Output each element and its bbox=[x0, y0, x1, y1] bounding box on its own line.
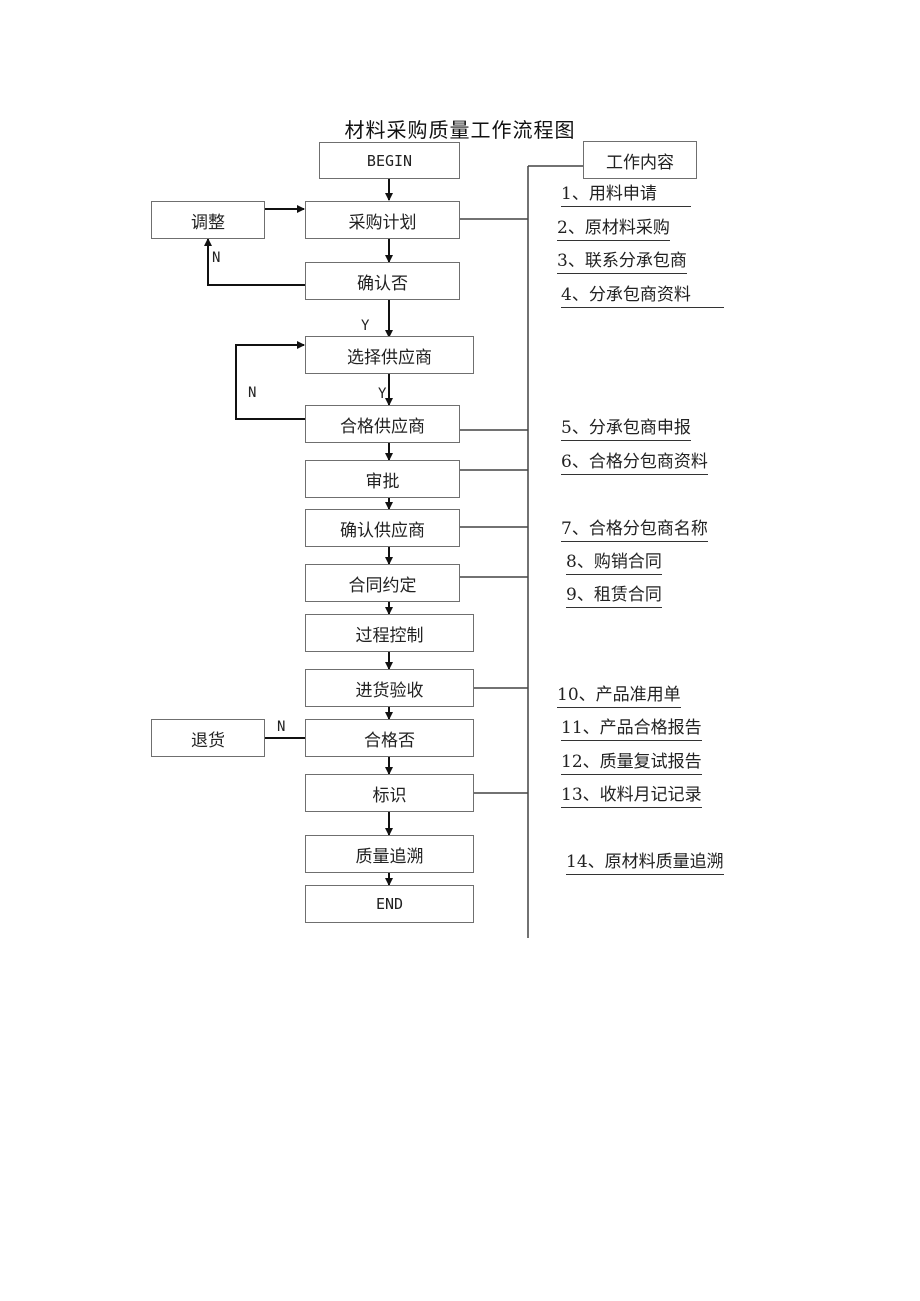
confirm-box: 确认否 bbox=[305, 262, 460, 300]
page-title: 材料采购质量工作流程图 bbox=[344, 118, 576, 142]
work-item-8: 8、购销合同 bbox=[566, 551, 662, 575]
work-item-14: 14、原材料质量追溯 bbox=[566, 851, 724, 875]
work-item-9: 9、租赁合同 bbox=[566, 584, 662, 608]
work-item-7: 7、合格分包商名称 bbox=[561, 518, 708, 542]
work-item-11: 11、产品合格报告 bbox=[561, 717, 702, 741]
work-item-2: 2、原材料采购 bbox=[557, 217, 670, 241]
work-item-12: 12、质量复试报告 bbox=[561, 751, 702, 775]
work-item-10: 10、产品准用单 bbox=[557, 684, 681, 708]
work-item-6: 6、合格分包商资料 bbox=[561, 451, 708, 475]
label-n-qualified: N bbox=[277, 719, 286, 735]
plan-box: 采购计划 bbox=[305, 201, 460, 239]
label-y-select: Y bbox=[378, 386, 387, 402]
select-supplier-box: 选择供应商 bbox=[305, 336, 474, 374]
work-content-header: 工作内容 bbox=[583, 141, 697, 179]
loop-qualified-select bbox=[235, 341, 305, 420]
label-y-confirm: Y bbox=[361, 318, 370, 334]
work-item-4: 4、分承包商资料 bbox=[561, 284, 724, 308]
process-control-box: 过程控制 bbox=[305, 614, 474, 652]
return-box: 退货 bbox=[151, 719, 265, 757]
end-box: END bbox=[305, 885, 474, 923]
label-n-qualified-supplier: N bbox=[248, 385, 257, 401]
work-item-1: 1、用料申请 bbox=[561, 183, 691, 207]
adjust-box: 调整 bbox=[151, 201, 265, 239]
begin-box: BEGIN bbox=[319, 142, 460, 179]
work-item-3: 3、联系分承包商 bbox=[557, 250, 687, 274]
work-item-13: 13、收料月记记录 bbox=[561, 784, 702, 808]
mark-box: 标识 bbox=[305, 774, 474, 812]
trace-box: 质量追溯 bbox=[305, 835, 474, 873]
work-item-5: 5、分承包商申报 bbox=[561, 417, 691, 441]
confirm-supplier-box: 确认供应商 bbox=[305, 509, 460, 547]
qualified-supplier-box: 合格供应商 bbox=[305, 405, 460, 443]
contract-box: 合同约定 bbox=[305, 564, 460, 602]
loop-confirm-adjust bbox=[204, 238, 305, 286]
acceptance-box: 进货验收 bbox=[305, 669, 474, 707]
label-n-confirm: N bbox=[212, 250, 221, 266]
approve-box: 审批 bbox=[305, 460, 460, 498]
qualified-box: 合格否 bbox=[305, 719, 474, 757]
